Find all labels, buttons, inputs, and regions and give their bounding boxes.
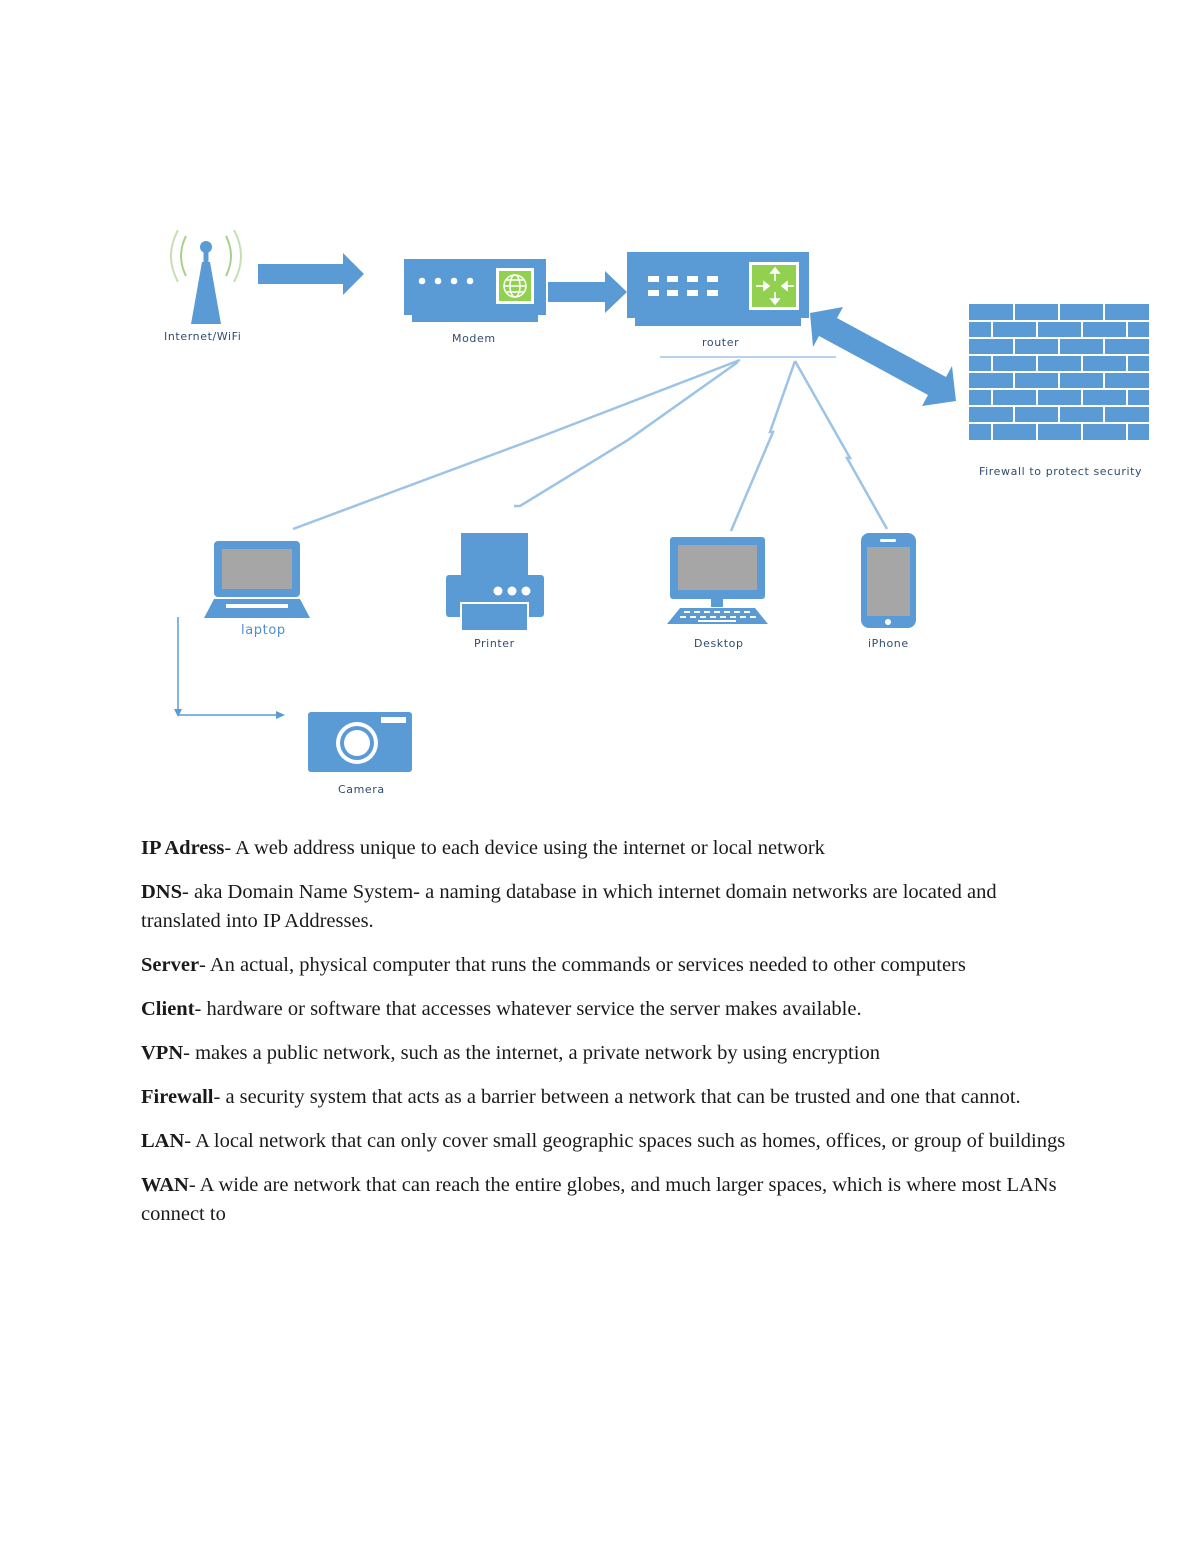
camera-icon [308, 712, 412, 772]
modem-icon [404, 259, 546, 322]
firewall-label: Firewall to protect security [979, 465, 1142, 478]
glossary-entry-client: Client- hardware or software that access… [141, 995, 1071, 1024]
term-client: Client [141, 998, 195, 1020]
arrow-internet-modem [258, 253, 364, 295]
definition-dns: - aka Domain Name System- a naming datab… [141, 881, 997, 932]
desktop-label: Desktop [694, 637, 744, 650]
connection-lines [292, 358, 889, 532]
router-label: router [702, 336, 739, 349]
network-diagram: Internet/WiFi Modem [164, 229, 1149, 796]
desktop-icon [667, 537, 768, 624]
definition-client: - hardware or software that accesses wha… [194, 998, 862, 1020]
switch-arrows-icon [756, 266, 794, 306]
glossary-entry-dns: DNS- aka Domain Name System- a naming da… [141, 878, 1071, 936]
glossary-entry-wan: WAN- A wide are network that can reach t… [141, 1171, 1071, 1229]
line-router-laptop [292, 358, 741, 531]
glossary-entry-server: Server- An actual, physical computer tha… [141, 951, 1071, 980]
definition-ip-address: - A web address unique to each device us… [224, 837, 825, 859]
router-icon [627, 252, 809, 326]
arrow-modem-router [548, 271, 627, 313]
term-dns: DNS [141, 881, 183, 903]
iphone-label: iPhone [868, 637, 909, 650]
glossary-entry-vpn: VPN- makes a public network, such as the… [141, 1039, 1071, 1068]
line-router-printer [514, 360, 739, 508]
firewall-icon [969, 304, 1149, 440]
definition-lan: - A local network that can only cover sm… [184, 1130, 1066, 1152]
camera-label: Camera [338, 783, 385, 796]
term-firewall: Firewall [141, 1086, 214, 1108]
arrowhead-laptop-camera [174, 709, 182, 717]
iphone-icon [861, 533, 916, 628]
glossary: IP Adress- A web address unique to each … [141, 834, 1071, 1244]
laptop-label: laptop [241, 623, 286, 638]
glossary-entry-lan: LAN- A local network that can only cover… [141, 1127, 1071, 1156]
line-router-desktop [729, 360, 797, 532]
definition-server: - An actual, physical computer that runs… [199, 954, 966, 976]
term-ip-address: IP Adress [141, 837, 225, 859]
term-lan: LAN [141, 1130, 185, 1152]
printer-icon [446, 533, 544, 632]
glossary-entry-firewall: Firewall- a security system that acts as… [141, 1083, 1071, 1112]
arrow-router-firewall [810, 307, 956, 406]
arrowhead-camera [276, 711, 285, 719]
glossary-entry-ip-address: IP Adress- A web address unique to each … [141, 834, 1071, 863]
modem-label: Modem [452, 332, 496, 345]
laptop-icon [204, 541, 310, 618]
globe-icon [503, 274, 527, 298]
term-wan: WAN [141, 1174, 189, 1196]
term-server: Server [141, 954, 200, 976]
connector-laptop-camera [177, 617, 280, 716]
printer-label: Printer [474, 637, 515, 650]
line-router-iphone [793, 360, 889, 530]
definition-wan: - A wide are network that can reach the … [141, 1174, 1057, 1225]
internet-label: Internet/WiFi [164, 330, 241, 343]
term-vpn: VPN [141, 1042, 184, 1064]
definition-vpn: - makes a public network, such as the in… [183, 1042, 880, 1064]
antenna-icon [170, 229, 242, 324]
definition-firewall: - a security system that acts as a barri… [213, 1086, 1021, 1108]
